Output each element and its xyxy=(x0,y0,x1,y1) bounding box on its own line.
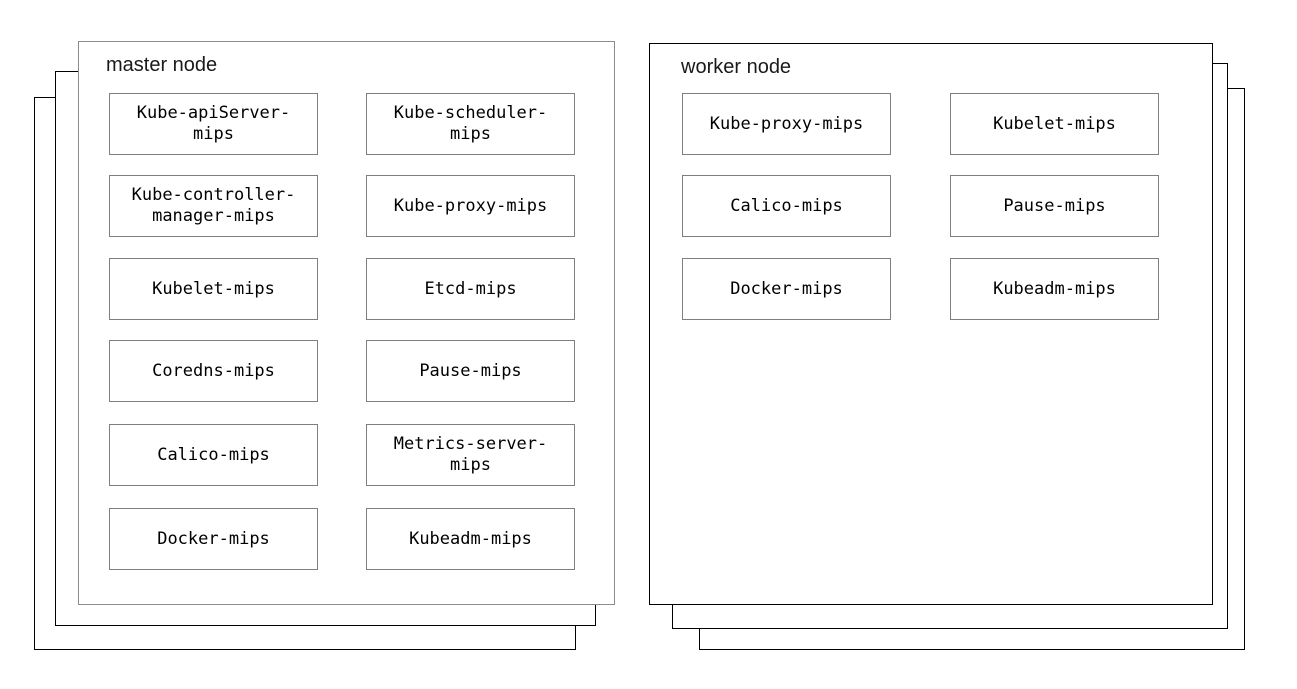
component-box-kube-apiserver-mips: Kube-apiServer- mips xyxy=(109,93,318,155)
component-box-kube-controller-manager-mips: Kube-controller- manager-mips xyxy=(109,175,318,237)
component-box-kubeadm-mips-worker: Kubeadm-mips xyxy=(950,258,1159,320)
component-box-calico-mips-worker: Calico-mips xyxy=(682,175,891,237)
component-box-kubeadm-mips-master: Kubeadm-mips xyxy=(366,508,575,570)
worker-node-box: worker node Kube-proxy-mips Kubelet-mips… xyxy=(649,43,1213,605)
master-node-title: master node xyxy=(106,54,218,76)
worker-node-title: worker node xyxy=(681,56,792,78)
component-box-kubelet-mips-master: Kubelet-mips xyxy=(109,258,318,320)
component-box-docker-mips-worker: Docker-mips xyxy=(682,258,891,320)
component-box-metrics-server-mips: Metrics-server- mips xyxy=(366,424,575,486)
component-box-coredns-mips: Coredns-mips xyxy=(109,340,318,402)
component-box-kube-proxy-mips-worker: Kube-proxy-mips xyxy=(682,93,891,155)
component-box-kubelet-mips-worker: Kubelet-mips xyxy=(950,93,1159,155)
component-box-etcd-mips: Etcd-mips xyxy=(366,258,575,320)
master-node-box: master node Kube-apiServer- mips Kube-sc… xyxy=(78,41,615,605)
component-box-calico-mips-master: Calico-mips xyxy=(109,424,318,486)
component-box-pause-mips-master: Pause-mips xyxy=(366,340,575,402)
component-box-kube-proxy-mips-master: Kube-proxy-mips xyxy=(366,175,575,237)
component-box-pause-mips-worker: Pause-mips xyxy=(950,175,1159,237)
component-box-docker-mips-master: Docker-mips xyxy=(109,508,318,570)
component-box-kube-scheduler-mips: Kube-scheduler- mips xyxy=(366,93,575,155)
